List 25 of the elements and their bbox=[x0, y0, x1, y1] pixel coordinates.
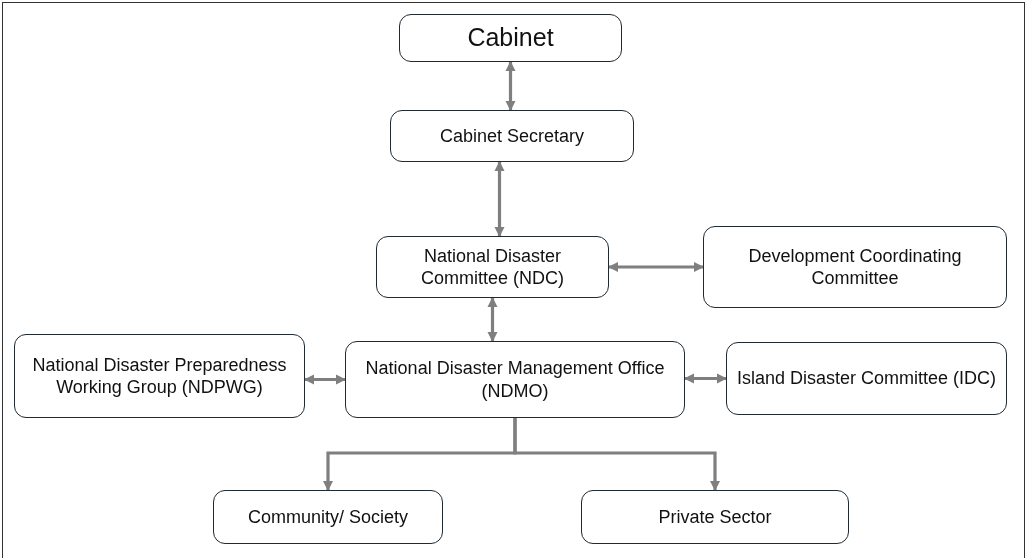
arrow bbox=[608, 261, 704, 273]
process-box bbox=[703, 226, 1007, 308]
process-box bbox=[399, 14, 622, 62]
process-box bbox=[14, 334, 305, 418]
process-box bbox=[376, 236, 609, 298]
arrow bbox=[505, 61, 516, 111]
arrow bbox=[494, 161, 505, 237]
box-label: Cabinet Secretary bbox=[439, 124, 585, 148]
box-label: National Disaster Preparedness Working Group (NDPWG) bbox=[31, 353, 288, 399]
arrow bbox=[513, 418, 721, 491]
arrow bbox=[684, 373, 727, 384]
box-label: Private Sector bbox=[658, 505, 772, 529]
process-box bbox=[345, 341, 685, 418]
arrow bbox=[487, 297, 498, 342]
process-box bbox=[213, 490, 443, 544]
box-label: Cabinet bbox=[467, 22, 554, 54]
process-box bbox=[581, 490, 849, 544]
arrow bbox=[304, 374, 346, 385]
box-label: National Disaster Management Office (NDMO) bbox=[364, 357, 666, 402]
box-label: Development Coordinating Committee bbox=[747, 244, 963, 290]
box-label: Community/ Society bbox=[247, 505, 409, 529]
process-box bbox=[726, 342, 1007, 415]
box-label: Island Disaster Committee (IDC) bbox=[736, 367, 997, 390]
process-box bbox=[390, 110, 634, 162]
box-label: National Disaster Committee (NDC) bbox=[420, 244, 565, 290]
